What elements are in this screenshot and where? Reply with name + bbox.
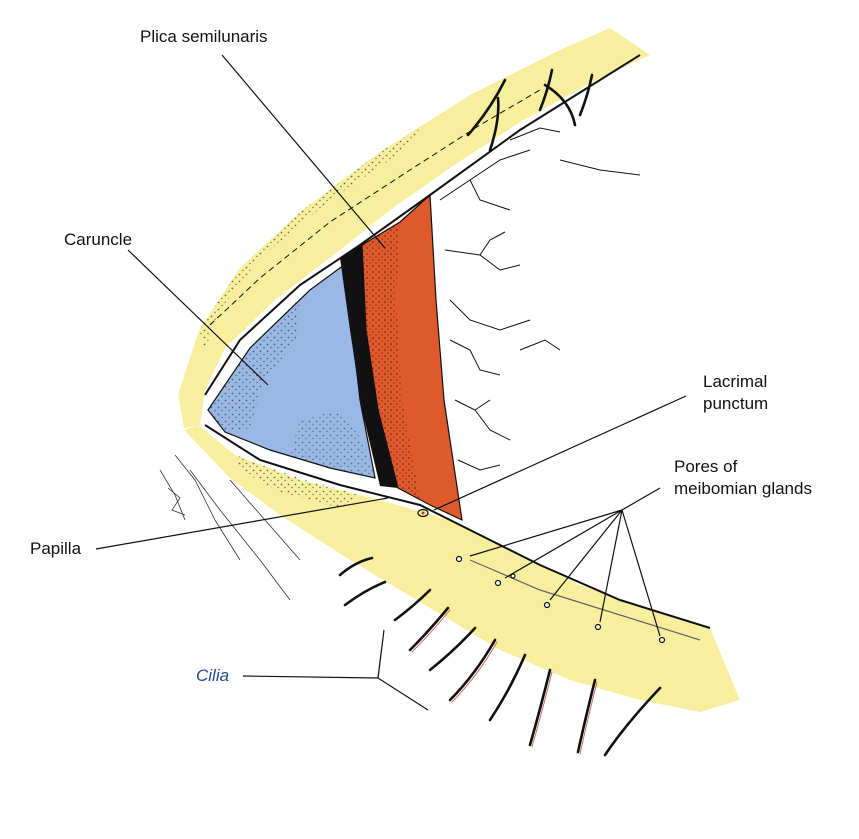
leader-lines bbox=[95, 54, 687, 711]
label-pores-2: meibomian glands bbox=[674, 479, 812, 498]
leader-caruncle bbox=[127, 249, 269, 386]
leader-pores bbox=[469, 487, 661, 637]
label-cilia: Cilia bbox=[196, 666, 229, 685]
leader-papilla bbox=[95, 497, 389, 550]
meibomian-pores bbox=[455, 555, 666, 644]
lacrimal-punctum-center bbox=[421, 511, 425, 515]
leader-cilia bbox=[242, 629, 429, 711]
caruncle-stippling-lower bbox=[290, 410, 375, 478]
upper-lid-margin bbox=[178, 28, 650, 428]
label-caruncle: Caruncle bbox=[64, 230, 132, 249]
plica-fold-shadow bbox=[340, 245, 398, 488]
lower-cilia bbox=[338, 556, 662, 757]
lower-lid-stipple-band bbox=[235, 455, 360, 508]
upper-lid-stipple-band bbox=[199, 128, 420, 350]
lower-lid-outline bbox=[204, 424, 711, 629]
leader-lacrimal bbox=[433, 395, 687, 511]
plica-stippling bbox=[362, 222, 420, 500]
leader-plica bbox=[221, 54, 386, 249]
label-lacrimal-punctum-1: Lacrimal bbox=[703, 372, 767, 391]
label-plica-semilunaris: Plica semilunaris bbox=[140, 27, 268, 46]
upper-cilia bbox=[466, 68, 594, 152]
label-papilla: Papilla bbox=[30, 539, 82, 558]
lower-lid-gray-line bbox=[469, 559, 701, 641]
caruncle-stippling bbox=[208, 298, 300, 432]
conjunctival-vessels bbox=[439, 127, 641, 471]
upper-lid-inner-line bbox=[209, 89, 541, 326]
label-lacrimal-punctum-2: punctum bbox=[703, 394, 768, 413]
upper-lid-outline bbox=[204, 54, 641, 396]
lower-cilia-red-edge bbox=[411, 609, 598, 755]
label-pores-1: Pores of bbox=[674, 457, 738, 476]
